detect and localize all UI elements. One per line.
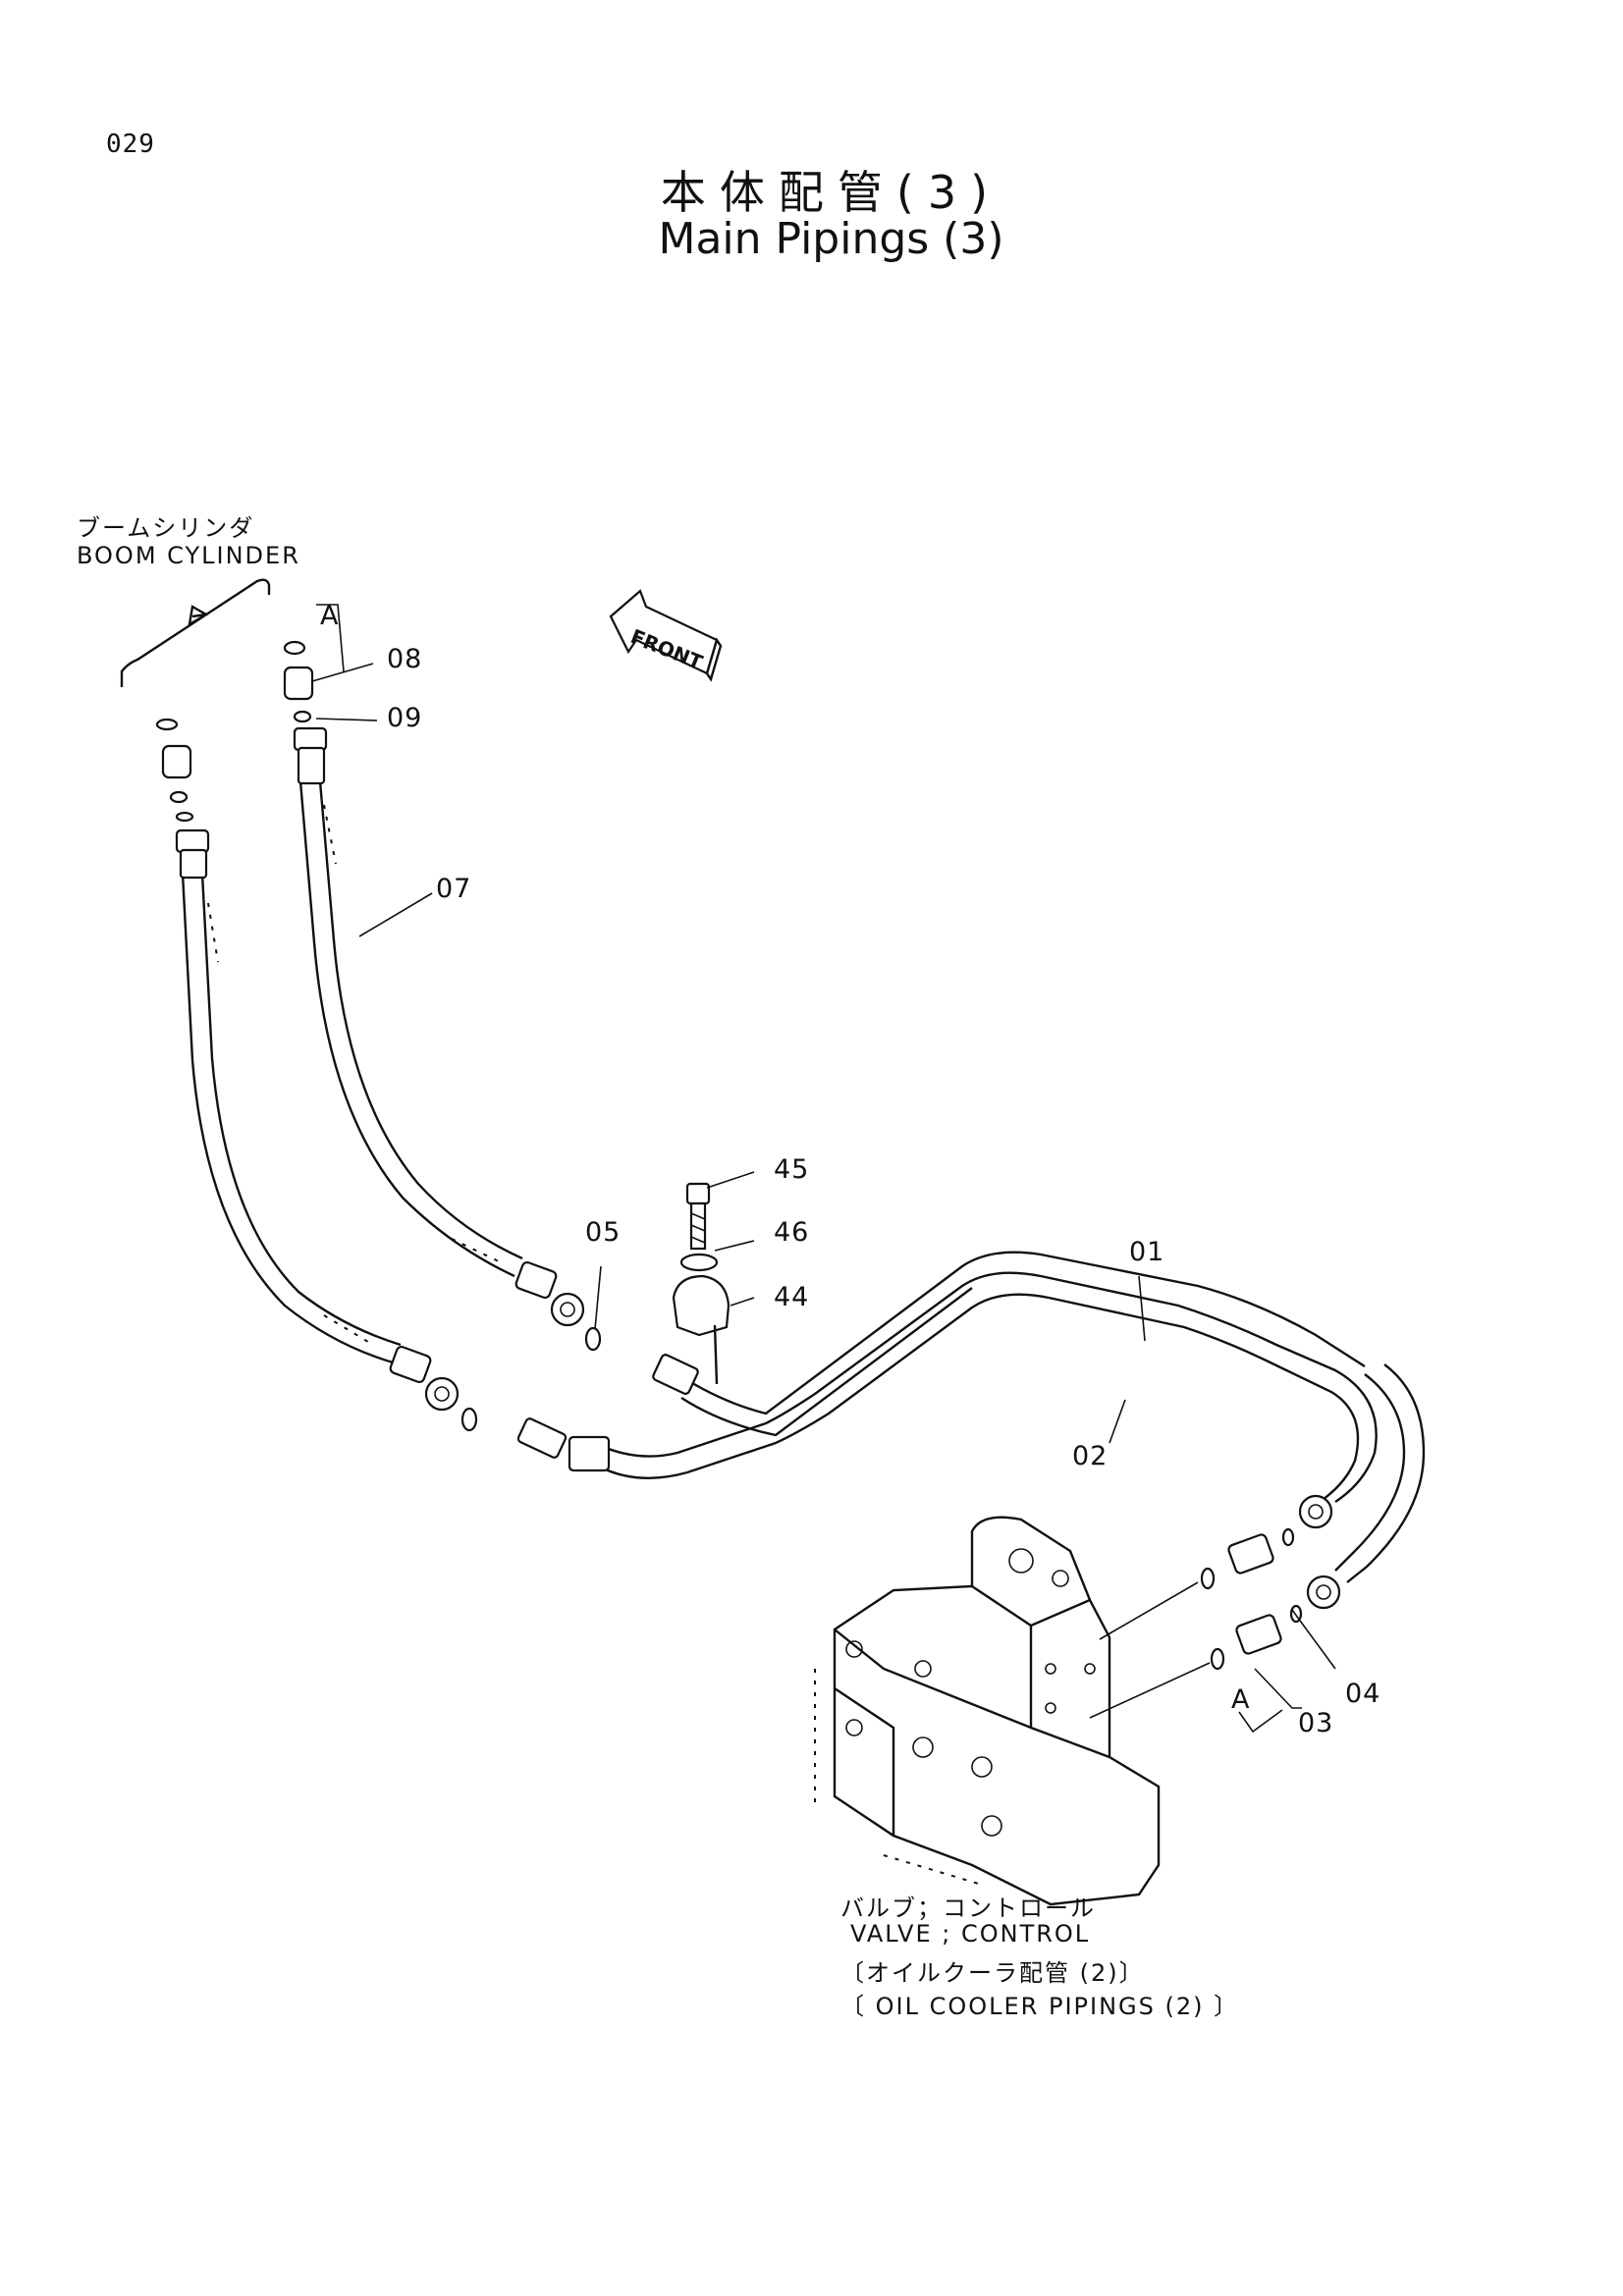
callout-07: 07 — [436, 874, 472, 904]
clamp-assembly — [672, 1182, 730, 1385]
boom-cylinder-label-japanese: ブームシリンダ — [77, 514, 255, 542]
boom-cylinder-label: BOOM CYLINDER — [77, 542, 300, 569]
page-title-japanese: 本体配管(3) — [660, 166, 1002, 219]
callout-45: 45 — [774, 1154, 810, 1185]
callout-03: 03 — [1298, 1708, 1334, 1738]
callout-09: 09 — [387, 703, 423, 733]
valve-label-japanese: バルブ；コントロール — [840, 1895, 1096, 1922]
front-arrow-icon — [609, 589, 723, 682]
control-valve — [814, 1516, 1211, 1906]
callout-04: 04 — [1345, 1679, 1381, 1709]
callout-05: 05 — [585, 1217, 622, 1248]
pipes-01-02 — [516, 1251, 1426, 1610]
fittings-03-04 — [1200, 1527, 1303, 1671]
page-title-english: Main Pipings (3) — [658, 214, 1004, 264]
callout-46: 46 — [774, 1217, 810, 1248]
callout-a-bottom: A — [1231, 1684, 1251, 1715]
valve-label: VALVE ; CONTROL — [850, 1920, 1091, 1948]
callout-44: 44 — [774, 1282, 810, 1312]
callout-01: 01 — [1129, 1237, 1165, 1267]
callout-a-top: A — [320, 601, 340, 631]
boom-cylinder-bracket — [120, 578, 271, 687]
hose-left — [155, 718, 478, 1432]
callout-08: 08 — [387, 644, 423, 674]
hose-07 — [283, 640, 602, 1352]
callout-02: 02 — [1072, 1441, 1109, 1471]
valve-reference-japanese: 〔オイルクーラ配管 (2)〕 — [840, 1959, 1145, 1987]
valve-reference: 〔 OIL COOLER PIPINGS (2) 〕 — [840, 1993, 1240, 2020]
leader-lines — [311, 604, 1336, 1734]
page-number: 029 — [106, 130, 155, 159]
